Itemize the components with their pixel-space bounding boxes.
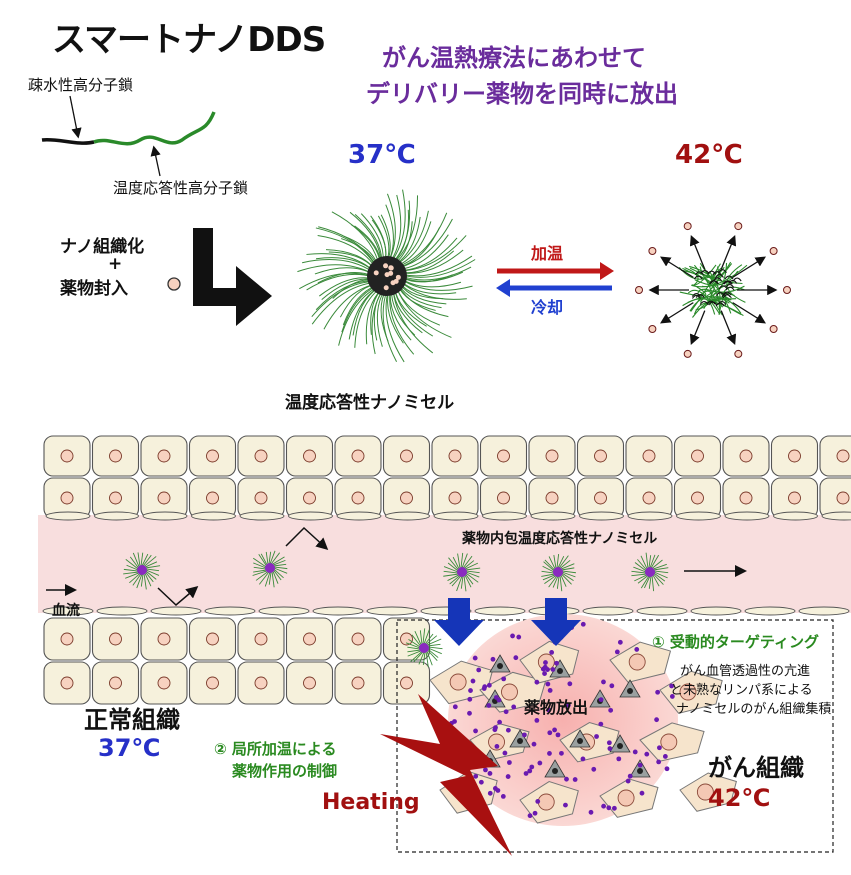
heat-arrow-icon — [497, 262, 614, 280]
assembly-plus: + — [108, 254, 123, 274]
passive-targeting-line-3: ナノミセルのがん組織集積 — [676, 702, 832, 717]
local-heating-label-2: 薬物作用の制御 — [232, 762, 338, 780]
heating-label: Heating — [322, 790, 420, 815]
temp-42-label: 42℃ — [675, 140, 743, 170]
thermoresponsive-chain-label: 温度応答性高分子鎖 — [113, 179, 249, 197]
micelle-label: 温度応答性ナノミセル — [285, 393, 455, 413]
page-title: スマートナノDDS — [52, 20, 326, 60]
vessel-micelles — [123, 550, 669, 668]
cool-label: 冷却 — [531, 298, 564, 317]
assembly-label-2: 薬物封入 — [60, 279, 128, 299]
subtitle-line-1: がん温熱療法にあわせて — [382, 44, 646, 72]
micelle-37c — [297, 189, 476, 363]
cool-arrow-icon — [496, 279, 612, 297]
passive-targeting-title: ① 受動的ターゲティング — [652, 633, 820, 651]
endothelium-top — [43, 435, 851, 521]
blood-vessel — [38, 515, 851, 613]
drug-release-label: 薬物放出 — [524, 698, 589, 717]
flow-arrows — [46, 526, 747, 607]
blue-down-arrow-icon — [434, 598, 581, 646]
local-heating-label-1: ② 局所加温による — [214, 740, 337, 758]
cancer-tissue-temp: 42℃ — [708, 784, 771, 812]
blood-flow-label: 血流 — [52, 603, 80, 619]
normal-tissue-cells — [42, 606, 850, 705]
hydrophobic-chain-label: 疎水性高分子鎖 — [28, 76, 134, 94]
drug-dot-icon — [167, 277, 181, 291]
temp-37-label: 37℃ — [348, 140, 416, 170]
passive-targeting-line-2: と未熟なリンパ系による — [670, 683, 813, 698]
cancer-tissue-label: がん組織 — [708, 754, 804, 782]
bent-arrow-icon — [193, 228, 272, 326]
normal-tissue-label: 正常組織 — [84, 706, 180, 734]
lightning-bolt-icon — [380, 694, 512, 856]
polymer-chain — [41, 95, 216, 177]
micelle-42c — [635, 222, 791, 358]
tumor-region — [396, 614, 834, 853]
normal-tissue-temp: 37℃ — [98, 734, 161, 762]
heat-label: 加温 — [531, 244, 564, 263]
assembly-label-1: ナノ組織化 — [60, 237, 145, 257]
passive-targeting-line-1: がん血管透過性の亢進 — [680, 664, 811, 679]
drug-micelle-label: 薬物内包温度応答性ナノミセル — [462, 531, 658, 547]
subtitle-line-2: デリバリー薬物を同時に放出 — [366, 80, 678, 108]
